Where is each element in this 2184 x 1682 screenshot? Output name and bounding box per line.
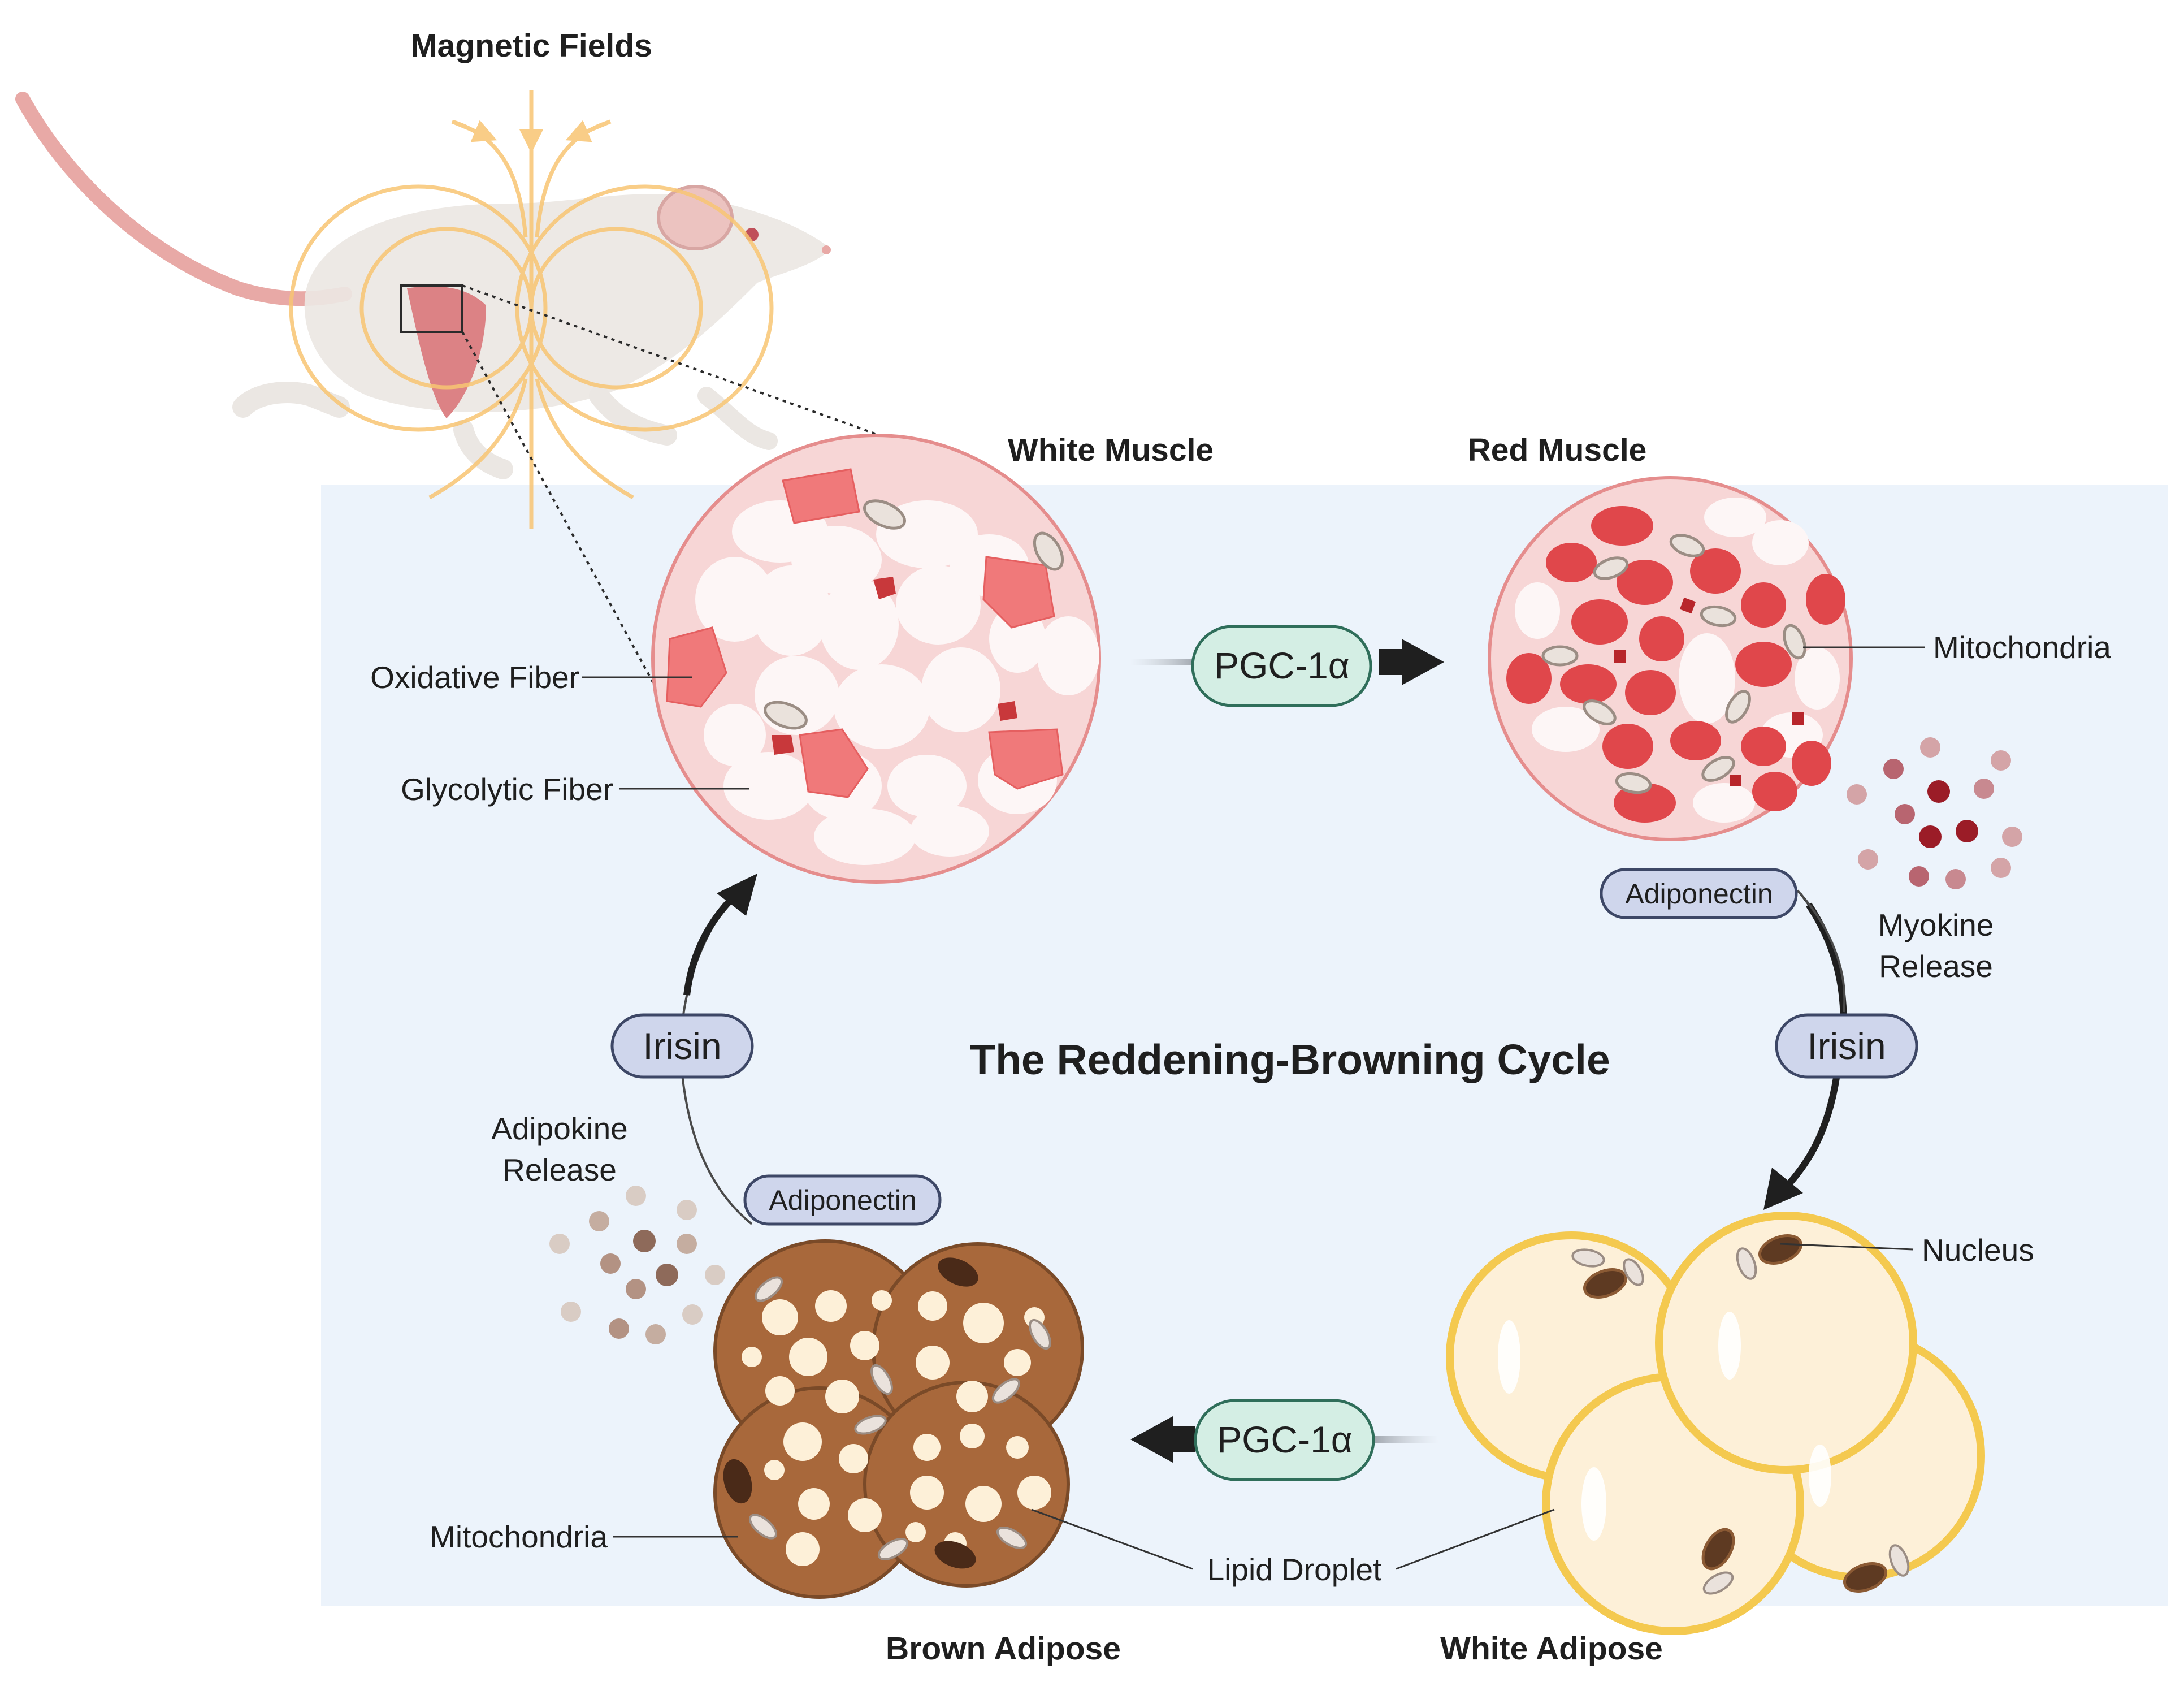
cycle-arrows [679, 639, 1847, 1463]
svg-text:Adiponectin: Adiponectin [769, 1184, 916, 1216]
adiponectin-top-pill: Adiponectin [1600, 868, 1798, 919]
brown-adipose-cells [713, 1239, 1084, 1599]
magnetic-field-lines [289, 90, 774, 529]
oxidative-fiber-label: Oxidative Fiber [370, 660, 579, 695]
adipokine-dots [549, 1186, 725, 1344]
myokine-label-line1: Myokine [1878, 907, 1994, 942]
leader-lines [582, 646, 1925, 1570]
white-adipose-cells [1446, 1212, 1985, 1635]
white-muscle-cross-section [651, 434, 1101, 884]
red-muscle-title: Red Muscle [1468, 432, 1647, 468]
myokine-dots [1847, 737, 2022, 889]
white-adipose-title: White Adipose [1440, 1631, 1663, 1667]
red-muscle-cross-section [1488, 476, 1853, 841]
svg-text:Irisin: Irisin [643, 1025, 721, 1067]
zoom-box [400, 284, 463, 333]
adipokine-label-line2: Release [502, 1152, 617, 1187]
myokine-label-line2: Release [1879, 949, 1993, 984]
zoom-lines [461, 284, 943, 693]
lipid-droplet-label: Lipid Droplet [1207, 1552, 1382, 1587]
svg-text:Adiponectin: Adiponectin [1625, 878, 1773, 910]
pgc-bottom-pill: PGC-1α [1194, 1399, 1375, 1481]
glycolytic-fiber-label: Glycolytic Fiber [401, 772, 613, 807]
mouse-illustration [15, 92, 831, 479]
cycle-title: The Reddening-Browning Cycle [969, 1036, 1610, 1083]
brown-adipose-title: Brown Adipose [886, 1631, 1121, 1667]
svg-text:Irisin: Irisin [1807, 1025, 1886, 1067]
svg-text:PGC-1α: PGC-1α [1217, 1419, 1353, 1460]
white-muscle-title: White Muscle [1008, 432, 1214, 468]
irisin-left-pill: Irisin [610, 1013, 754, 1079]
mitochondria-bottom-label: Mitochondria [430, 1519, 608, 1554]
nucleus-label: Nucleus [1922, 1233, 2034, 1268]
adiponectin-bottom-pill: Adiponectin [743, 1174, 942, 1226]
pgc-top-pill: PGC-1α [1191, 625, 1372, 707]
mitochondria-top-label: Mitochondria [1933, 630, 2111, 665]
svg-text:PGC-1α: PGC-1α [1214, 645, 1350, 686]
irisin-right-pill: Irisin [1775, 1013, 1918, 1079]
magnetic-fields-title: Magnetic Fields [410, 28, 652, 64]
adipokine-label-line1: Adipokine [491, 1111, 628, 1146]
